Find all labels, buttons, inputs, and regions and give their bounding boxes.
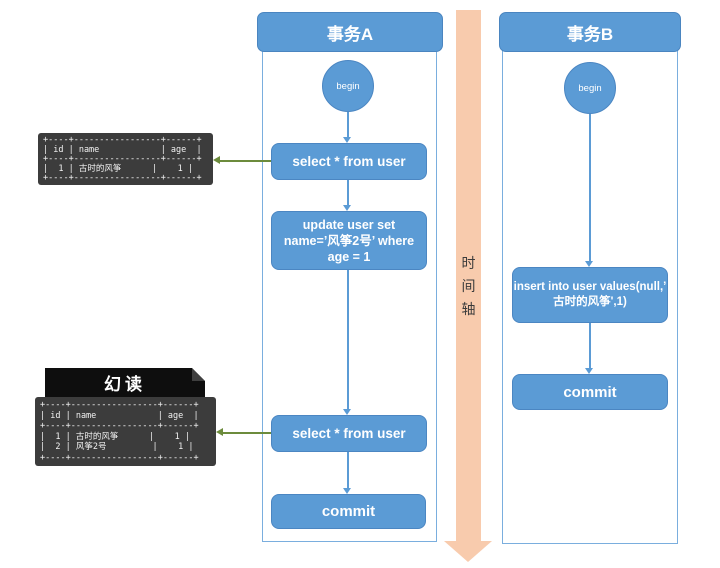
node-insert-b: insert into user values(null,’ 古时的风筝',1) xyxy=(512,267,668,323)
connector-a-select2-commit xyxy=(347,452,349,489)
query-result-table-2-text: +----+-----------------+------+ | id | n… xyxy=(40,400,199,463)
node-update-a: update user set name=’风筝2号’ where age = … xyxy=(271,211,427,270)
node-commit-a: commit xyxy=(271,494,426,529)
timeline-char: 间 xyxy=(461,278,476,294)
node-commit-b: commit xyxy=(512,374,668,410)
update-line: name=’风筝2号’ where xyxy=(283,233,415,248)
begin-node-a: begin xyxy=(322,60,374,112)
arrow-down-icon xyxy=(343,205,351,211)
result-arrow-1 xyxy=(220,160,271,162)
query-result-table-1-text: +----+-----------------+------+ | id | n… xyxy=(43,135,202,183)
connector-a-update-select2 xyxy=(347,270,349,410)
folded-corner-icon xyxy=(192,368,205,381)
arrow-left-icon xyxy=(216,428,223,436)
update-line: update user set xyxy=(302,217,396,232)
timeline-band xyxy=(456,10,481,542)
timeline-char: 轴 xyxy=(461,301,476,317)
arrow-down-icon xyxy=(343,137,351,143)
arrow-down-icon xyxy=(585,368,593,374)
node-select1-a: select * from user xyxy=(271,143,427,180)
timeline-char: 时 xyxy=(461,255,476,271)
connector-b-insert-commit xyxy=(589,323,591,369)
query-result-table-2: +----+-----------------+------+ | id | n… xyxy=(35,397,216,466)
node-select2-a: select * from user xyxy=(271,415,427,452)
begin-node-b: begin xyxy=(564,62,616,114)
arrow-down-icon xyxy=(585,261,593,267)
arrow-down-icon xyxy=(343,409,351,415)
lane-transaction-a xyxy=(262,50,437,542)
insert-line: 古时的风筝',1) xyxy=(553,296,627,308)
result-arrow-2 xyxy=(223,432,271,434)
phantom-read-label-text: 幻读 xyxy=(104,375,146,394)
connector-b-begin-insert xyxy=(589,114,591,262)
arrow-down-icon xyxy=(343,488,351,494)
lane-b-title: 事务B xyxy=(499,12,681,52)
connector-a-begin-select xyxy=(347,112,349,138)
timeline-arrowhead-icon xyxy=(444,541,492,562)
timeline-label: 时 间 轴 xyxy=(456,252,481,321)
phantom-read-label: 幻读 xyxy=(45,368,205,397)
update-line: age = 1 xyxy=(327,249,371,264)
insert-line: insert into user values(null,’ xyxy=(513,281,667,293)
lane-a-title: 事务A xyxy=(257,12,443,52)
connector-a-select-update xyxy=(347,180,349,206)
query-result-table-1: +----+-----------------+------+ | id | n… xyxy=(38,133,213,185)
arrow-left-icon xyxy=(213,156,220,164)
